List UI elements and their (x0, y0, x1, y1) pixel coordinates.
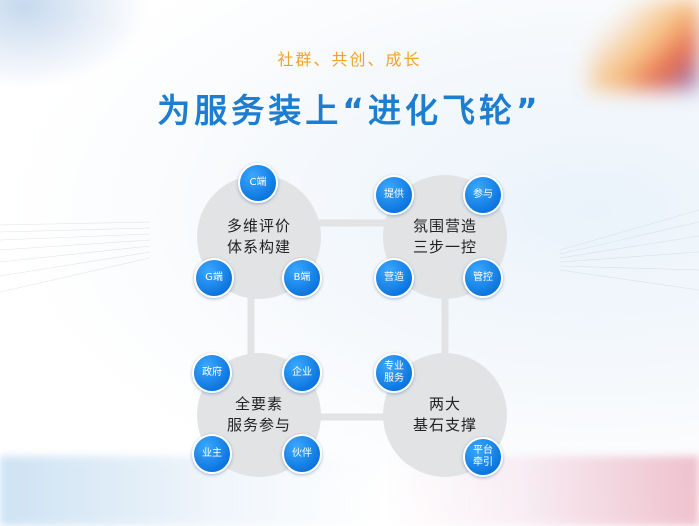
node-provide: 提供 (374, 175, 414, 215)
node-participate: 参与 (463, 175, 503, 215)
node-owner: 业主 (192, 434, 232, 474)
node-b-end: B端 (282, 258, 322, 298)
background-glow-top-left (0, 0, 150, 90)
page-title: 为服务装上“进化飞轮” (157, 91, 542, 130)
node-platform-traction: 平台牵引 (463, 437, 503, 477)
node-government: 政府 (192, 353, 232, 393)
cluster-label: 体系构建 (226, 238, 291, 256)
node-g-end: G端 (194, 258, 234, 298)
cluster-label: 多维评价 (226, 217, 291, 235)
node-professional-service: 专业服务 (374, 353, 414, 393)
background-glow-top-right (589, 0, 699, 90)
node-c-end: C端 (238, 163, 278, 203)
cluster-label: 全要素 (234, 395, 283, 413)
node-partner: 伙伴 (282, 434, 322, 474)
cluster-label: 基石支撑 (412, 416, 477, 434)
cluster-label: 服务参与 (226, 416, 291, 434)
background-glow-bottom (0, 456, 699, 526)
node-control: 管控 (463, 258, 503, 298)
cluster-label: 两大 (428, 395, 461, 413)
cluster-label: 氛围营造 (412, 217, 477, 235)
subtitle: 社群、共创、成长 (277, 50, 422, 69)
cluster-label: 三步一控 (412, 238, 477, 256)
node-enterprise: 企业 (282, 353, 322, 393)
node-create: 营造 (374, 258, 414, 298)
